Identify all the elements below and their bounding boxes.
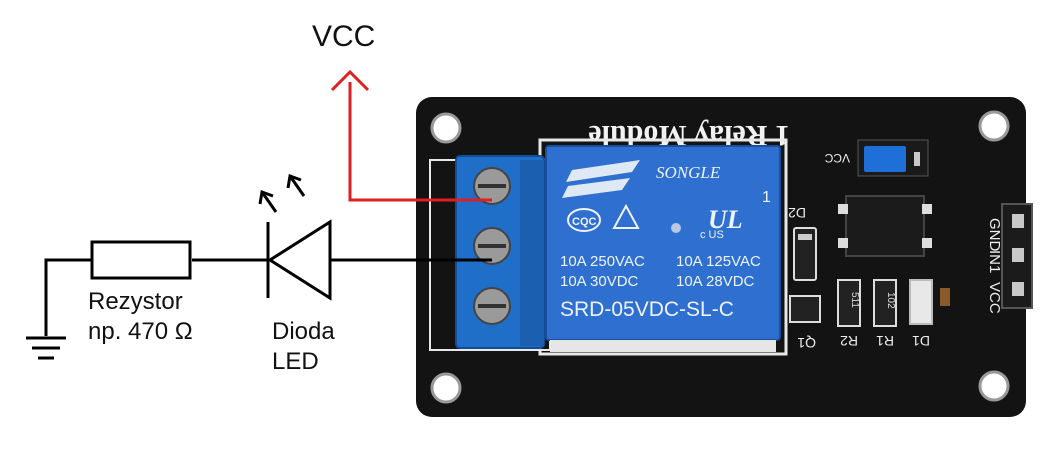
mount-hole-tr [978, 110, 1010, 142]
songle-logo [562, 160, 640, 198]
label-r2: R2 [840, 333, 858, 349]
terminal-block-side [520, 160, 544, 346]
led-label-line2: LED [272, 348, 319, 375]
resistor-r1 [873, 279, 897, 327]
pin-label-vcc: VCC [986, 282, 1003, 314]
mount-hole-tl [430, 112, 462, 144]
led-label: Dioda [272, 318, 335, 345]
resistor-label: Rezystor [88, 288, 183, 315]
resistor-symbol [90, 240, 192, 280]
optocoupler-leg [922, 204, 932, 214]
diode-d2 [793, 227, 817, 281]
smd-cap [940, 288, 950, 306]
ground-icon [26, 336, 66, 360]
optocoupler-leg [838, 204, 848, 214]
label-d2: D2 [788, 205, 806, 221]
svg-text:CQC: CQC [572, 216, 597, 228]
pin-label-in: IN1 [986, 250, 1003, 273]
resistor-r2 [837, 279, 861, 327]
terminal-screw-2 [473, 227, 511, 265]
r2-code: 511 [849, 292, 860, 308]
relay-number: 1 [762, 189, 771, 206]
ul-region: c US [700, 229, 724, 241]
cert-triangle-icon [612, 203, 640, 229]
label-r1: R1 [876, 333, 894, 349]
cqc-mark: CQC [567, 208, 601, 232]
pin-label-gnd: GND [986, 218, 1003, 252]
resistor-value-label: np. 470 Ω [88, 318, 193, 345]
optocoupler-leg [838, 238, 848, 248]
vcc-wire [348, 82, 492, 202]
jumper-label: VCC [824, 151, 850, 165]
led-light-arrow-icon [258, 189, 278, 213]
header-pin-1 [1012, 214, 1024, 228]
relay-rating-3: 10A 30VDC [560, 273, 639, 290]
ground-wire [44, 258, 92, 336]
header-pin-3 [1012, 282, 1024, 296]
terminal-screw-3 [473, 287, 511, 325]
led-symbol [267, 219, 332, 301]
transistor-q1 [789, 295, 821, 323]
relay-brand: SONGLE [656, 163, 721, 182]
mount-hole-br [978, 370, 1010, 402]
relay-model: SRD-05VDC-SL-C [560, 298, 734, 321]
jumper-pin [914, 152, 920, 166]
relay-base [550, 340, 776, 352]
relay-rating-4: 10A 28VDC [676, 273, 755, 290]
relay-rating-2: 10A 125VAC [676, 253, 761, 270]
ul-mark: UL [708, 205, 743, 234]
relay-rating-1: 10A 250VAC [560, 253, 645, 270]
vcc-arrow-icon [330, 69, 370, 92]
optocoupler [845, 195, 925, 257]
r1-code: 102 [885, 292, 896, 309]
jumper-cap [864, 146, 906, 172]
header-pin-2 [1012, 248, 1024, 262]
label-q1: Q1 [797, 335, 816, 351]
relay-indicator-dot [671, 223, 681, 233]
led-light-arrow-icon [286, 173, 306, 197]
label-d1: D1 [912, 333, 930, 349]
vcc-label: VCC [312, 20, 376, 53]
optocoupler-leg [922, 238, 932, 248]
led-d1 [909, 279, 933, 325]
terminal-screw-1 [473, 167, 511, 205]
diode-d2-band [798, 234, 812, 240]
mount-hole-bl [430, 372, 462, 404]
